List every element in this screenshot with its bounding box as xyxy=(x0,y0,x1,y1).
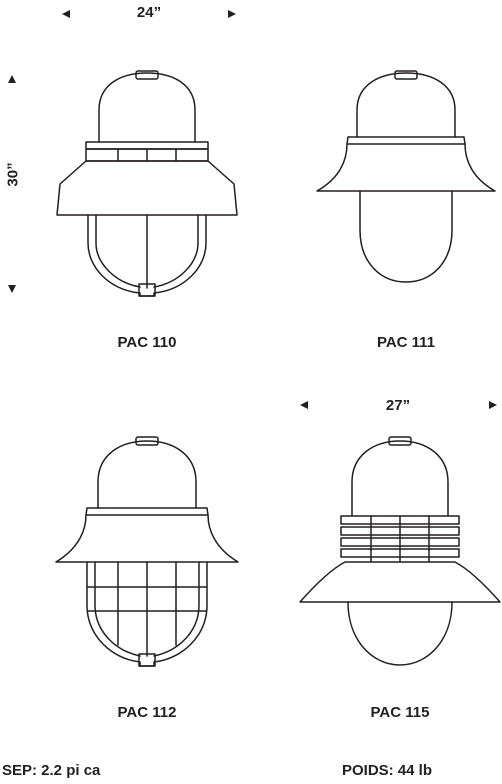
model-label-pac-110: PAC 110 xyxy=(117,334,177,351)
top-width-arrow-right xyxy=(228,10,236,18)
fixture-pac-110-drawing xyxy=(56,70,238,297)
lower-width-arrow-right xyxy=(489,401,497,409)
fixture-pac-111-drawing xyxy=(316,70,496,283)
model-label-pac-115: PAC 115 xyxy=(370,704,430,721)
model-label-pac-111: PAC 111 xyxy=(376,334,436,351)
lower-width-arrow-left xyxy=(300,401,308,409)
dimension-arrows xyxy=(8,10,497,409)
height-arrow-down xyxy=(8,285,16,293)
top-width-dimension: 24” xyxy=(136,4,162,21)
fixture-pac-115-drawing xyxy=(299,436,501,666)
lower-width-dimension: 27” xyxy=(385,397,411,414)
fixture-pac-112-drawing xyxy=(55,436,239,667)
separation-spec: SEP: 2.2 pi ca xyxy=(2,762,101,779)
height-arrow-up xyxy=(8,75,16,83)
height-dimension: 30” xyxy=(4,162,22,187)
weight-spec: POIDS: 44 lb xyxy=(341,762,433,779)
top-width-arrow-left xyxy=(62,10,70,18)
model-label-pac-112: PAC 112 xyxy=(117,704,177,721)
